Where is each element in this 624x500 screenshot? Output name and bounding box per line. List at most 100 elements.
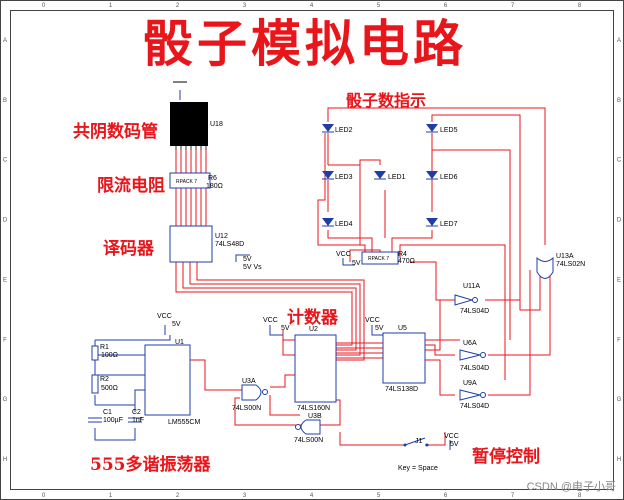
j1-vcc: VCC xyxy=(444,433,459,440)
u5-type: 74LS138D xyxy=(385,386,418,393)
border-column-label: 5 xyxy=(377,493,381,499)
border-column-label: 1 xyxy=(109,3,113,9)
border-column-label: 4 xyxy=(310,3,314,9)
r6-label: R6 xyxy=(208,175,217,182)
led-matrix: LED2 LED5 LED3 LED1 LED6 LED4 LED7 xyxy=(322,124,458,228)
u6a-type: 74LS04D xyxy=(460,365,489,372)
j1-5v: 5V xyxy=(450,441,459,448)
u5-demux-chip: U5 74LS138D VCC 5V xyxy=(365,317,426,393)
j1-key: Key = Space xyxy=(398,465,438,472)
led-icon xyxy=(426,171,438,180)
c2-value: 1nF xyxy=(132,417,144,424)
u13a-type: 74LS02N xyxy=(556,261,585,268)
u5-5v: 5V xyxy=(375,325,384,332)
u5-vcc: VCC xyxy=(365,317,380,324)
r6-resistor-pack: RPACK 7 R6 180Ω xyxy=(169,172,223,190)
border-row-label: F xyxy=(617,337,621,343)
vs-label: 5V Vs xyxy=(243,264,262,271)
border-row-label: G xyxy=(3,397,8,403)
border-row-label: B xyxy=(617,98,621,104)
u1-label: U1 xyxy=(175,339,184,346)
c2-label: C2 xyxy=(132,409,141,416)
border-column-label: 3 xyxy=(243,3,247,9)
u3b-nand-gate: U3B 74LS00N xyxy=(294,413,323,444)
led-label: LED7 xyxy=(440,221,458,228)
led-label: LED2 xyxy=(335,127,353,134)
u2-type: 74LS160N xyxy=(297,405,330,412)
border-row-label: D xyxy=(3,218,8,224)
u1-vcc: VCC xyxy=(157,313,172,320)
timing-components: R1 100Ω R2 500Ω C1 100µF C2 1nF xyxy=(88,344,144,424)
resistor-label: 限流电阻 xyxy=(97,176,165,196)
j1-label: J1 xyxy=(415,438,423,445)
r4-label: R4 xyxy=(398,251,407,258)
border-row-label: D xyxy=(617,218,622,224)
border-column-label: 7 xyxy=(511,3,515,9)
led-icon xyxy=(322,124,334,133)
border-row-label: A xyxy=(617,38,621,44)
c1-label: C1 xyxy=(103,409,112,416)
oscillator-label: 555多谐振荡器 xyxy=(90,455,211,475)
c1-value: 100µF xyxy=(103,417,123,424)
border-row-label: E xyxy=(617,277,621,283)
watermark: CSDN @电子小哥 xyxy=(526,481,616,493)
r1-label: R1 xyxy=(100,344,109,351)
border-column-label: 3 xyxy=(243,493,247,499)
u1-555-timer: U1 LM555CM VCC 5V xyxy=(144,313,200,426)
r1-value: 100Ω xyxy=(101,352,118,359)
u3b-type: 74LS00N xyxy=(294,437,323,444)
r2-value: 500Ω xyxy=(101,385,118,392)
r4-5v: 5V xyxy=(352,260,361,267)
seven-segment-display: U18 xyxy=(170,81,223,150)
display-body xyxy=(170,102,208,146)
counter-label: 计数器 xyxy=(287,308,338,328)
u6a-label: U6A xyxy=(463,340,477,347)
border-row-label: C xyxy=(3,158,8,164)
pause-label: 暂停控制 xyxy=(472,447,540,467)
u3a-type: 74LS00N xyxy=(232,405,261,412)
border-column-label: 1 xyxy=(109,493,113,499)
led-icon xyxy=(426,218,438,227)
u9a-label: U9A xyxy=(463,380,477,387)
u9a-inverter: U9A 74LS04D xyxy=(459,380,489,410)
border-column-label: 4 xyxy=(310,493,314,499)
u2-label: U2 xyxy=(309,326,318,333)
u2-counter-chip: U2 74LS160N VCC 5V xyxy=(263,317,337,412)
border-row-label: F xyxy=(3,337,7,343)
border-row-label: A xyxy=(3,38,7,44)
border-column-label: 8 xyxy=(578,493,582,499)
u18-label: U18 xyxy=(210,121,223,128)
border-column-label: 0 xyxy=(42,3,46,9)
border-row-label: H xyxy=(617,457,621,463)
border-column-label: 2 xyxy=(176,3,180,9)
led-label: LED5 xyxy=(440,127,458,134)
led-icon xyxy=(426,124,438,133)
wires xyxy=(175,107,551,446)
led-label: LED4 xyxy=(335,221,353,228)
u13a-label: U13A xyxy=(556,253,574,260)
u11a-inverter: U11A 74LS04D xyxy=(454,283,489,315)
border-column-label: 0 xyxy=(42,493,46,499)
led-label: LED6 xyxy=(440,174,458,181)
r4-value: 470Ω xyxy=(398,258,415,265)
r6-rpack-label: RPACK 7 xyxy=(176,179,197,185)
u1-type: LM555CM xyxy=(168,419,200,426)
border-row-label: E xyxy=(3,277,7,283)
decoder-label: 译码器 xyxy=(103,239,154,259)
u3a-label: U3A xyxy=(242,378,256,385)
u12-decoder-chip: U12 74LS48D 5V 5V Vs xyxy=(169,225,262,271)
border-row-label: G xyxy=(617,397,622,403)
u13a-nor-gate: U13A 74LS02N xyxy=(536,253,585,279)
border-row-label: H xyxy=(3,457,7,463)
r2-label: R2 xyxy=(100,376,109,383)
border-column-label: 6 xyxy=(444,493,448,499)
r4-vcc: VCC xyxy=(336,251,351,258)
border-column-label: 6 xyxy=(444,3,448,9)
led-label: LED1 xyxy=(388,174,406,181)
j1-pause-switch: J1 Key = Space VCC 5V xyxy=(398,433,459,472)
u2-vcc: VCC xyxy=(263,317,278,324)
display-label: 共阴数码管 xyxy=(73,122,158,142)
r4-rpack-label: RPACK 7 xyxy=(368,256,389,262)
